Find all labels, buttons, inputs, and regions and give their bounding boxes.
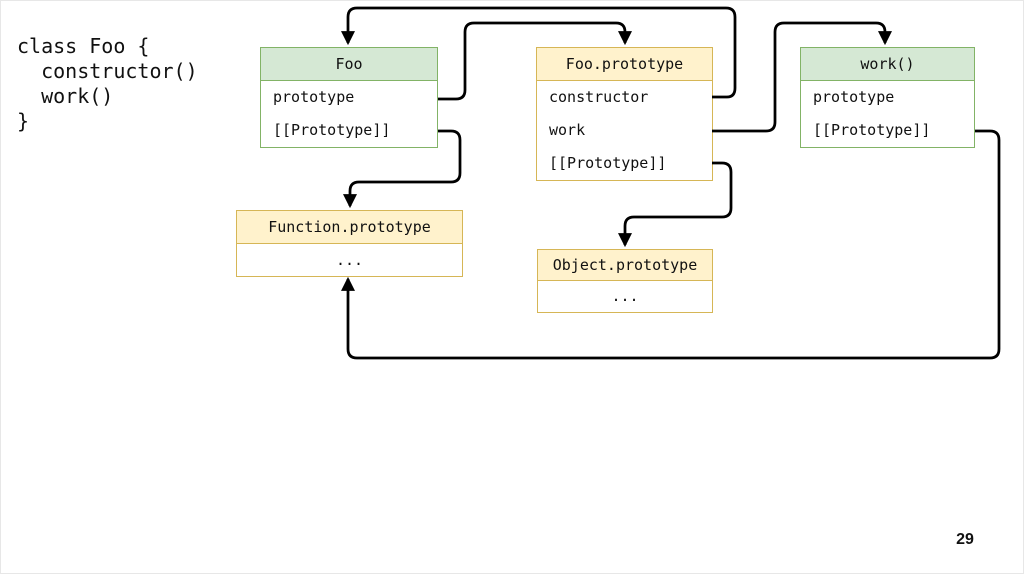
box-work-function: work() prototype [[Prototype]] (800, 47, 975, 148)
page-number: 29 (956, 531, 974, 548)
box-object-prototype: Object.prototype ... (537, 249, 713, 313)
box-foo-prototype-row-work: work (537, 114, 712, 147)
box-function-prototype-title: Function.prototype (237, 211, 462, 244)
box-work-function-row-internal-prototype: [[Prototype]] (801, 114, 974, 147)
code-snippet: class Foo { constructor() work() } (17, 34, 198, 133)
box-foo-title: Foo (261, 48, 437, 81)
box-foo-prototype: Foo.prototype constructor work [[Prototy… (536, 47, 713, 181)
box-foo: Foo prototype [[Prototype]] (260, 47, 438, 148)
box-foo-prototype-row-internal-prototype: [[Prototype]] (537, 147, 712, 180)
box-foo-row-prototype: prototype (261, 81, 437, 114)
box-object-prototype-title: Object.prototype (538, 250, 712, 281)
box-function-prototype-row-ellipsis: ... (237, 244, 462, 276)
box-foo-prototype-row-constructor: constructor (537, 81, 712, 114)
box-work-function-title: work() (801, 48, 974, 81)
box-object-prototype-row-ellipsis: ... (538, 281, 712, 312)
box-function-prototype: Function.prototype ... (236, 210, 463, 277)
box-foo-prototype-title: Foo.prototype (537, 48, 712, 81)
box-work-function-row-prototype: prototype (801, 81, 974, 114)
box-foo-row-internal-prototype: [[Prototype]] (261, 114, 437, 147)
